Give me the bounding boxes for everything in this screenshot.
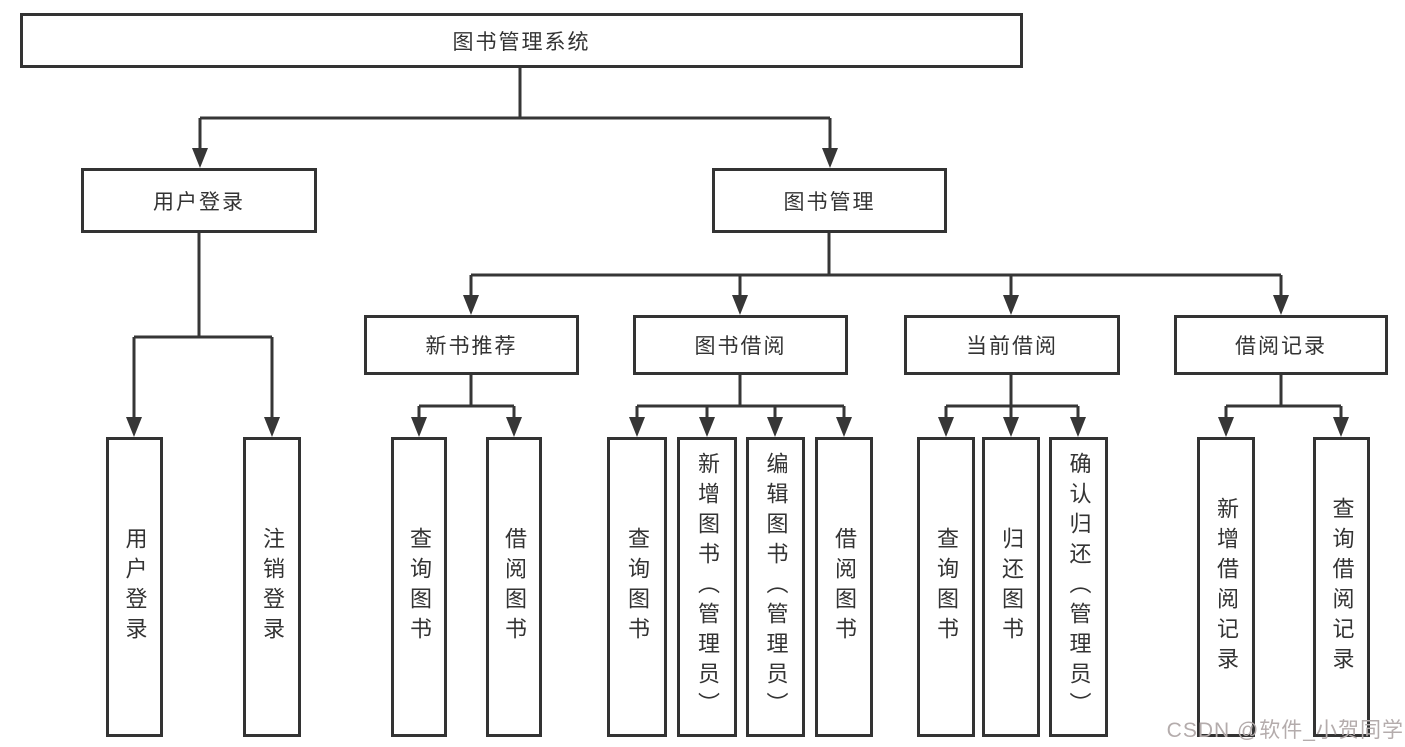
arrowhead [506,417,522,437]
arrowhead [1273,295,1289,315]
node-edit-books-admin: 编辑图书（管理员） [746,437,805,737]
node-borrowing-records: 借阅记录 [1174,315,1388,375]
csdn-watermark: CSDN @软件_小贺同学 [1166,719,1404,742]
node-confirm-return-admin: 确认归还（管理员） [1049,437,1108,737]
node-logout: 注销登录 [243,437,301,737]
node-book-management: 图书管理 [712,168,947,233]
node-query-books-borrowing: 查询图书 [607,437,667,737]
node-add-borrow-record: 新增借阅记录 [1197,437,1255,737]
arrowhead [836,417,852,437]
arrowhead [938,417,954,437]
node-query-borrow-record: 查询借阅记录 [1313,437,1370,737]
node-query-books-recommend: 查询图书 [391,437,447,737]
arrowhead [1003,417,1019,437]
arrowhead [126,417,142,437]
connector-new-book-recommend-to-leaves [411,375,522,437]
arrowhead [1003,295,1019,315]
arrowhead [699,417,715,437]
connector-book-borrowing-to-leaves [629,375,852,437]
connector-user-login-to-leaves [126,232,280,437]
arrowhead [767,417,783,437]
arrowhead [1333,417,1349,437]
arrowhead [411,417,427,437]
node-library-system: 图书管理系统 [20,13,1023,68]
connector-root-to-level2 [192,68,838,168]
arrowhead [822,148,838,168]
node-user-login-action: 用户登录 [106,437,163,737]
arrowhead [1218,417,1234,437]
arrowhead [192,148,208,168]
arrowhead [463,295,479,315]
node-borrow-books-borrowing: 借阅图书 [815,437,873,737]
connector-book-management-to-level3 [463,233,1289,315]
node-add-books-admin: 新增图书（管理员） [677,437,737,737]
node-query-books-current: 查询图书 [917,437,975,737]
connector-current-borrowing-to-leaves [938,375,1086,437]
connector-borrowing-records-to-leaves [1218,375,1349,437]
node-book-borrowing: 图书借阅 [633,315,848,375]
node-current-borrowing: 当前借阅 [904,315,1120,375]
arrowhead [1070,417,1086,437]
arrowhead [629,417,645,437]
node-new-book-recommend: 新书推荐 [364,315,579,375]
node-borrow-books-recommend: 借阅图书 [486,437,542,737]
node-user-login: 用户登录 [81,168,317,233]
arrowhead [732,295,748,315]
node-return-books: 归还图书 [982,437,1040,737]
arrowhead [264,417,280,437]
